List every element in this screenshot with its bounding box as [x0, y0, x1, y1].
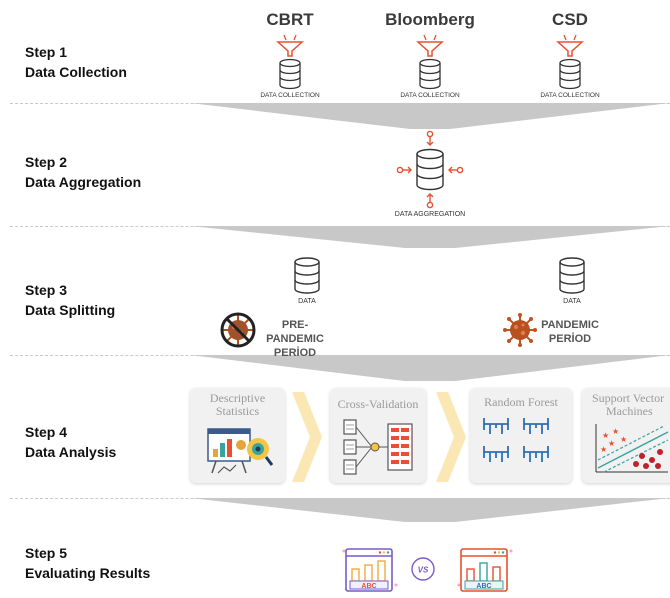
svg-text:★: ★	[602, 431, 609, 440]
source-caption: DATA COLLECTION	[540, 92, 600, 99]
funnel-band-1	[190, 103, 670, 129]
chevron-arrow	[436, 392, 466, 482]
step-label: Evaluating Results	[25, 565, 151, 581]
card-title: Cross-Validation	[330, 398, 426, 411]
step-1-title: Step 1 Data Collection	[25, 42, 127, 82]
no-virus-icon	[220, 312, 256, 348]
analysis-card-cross-validation: Cross-Validation	[330, 388, 426, 483]
virus-icon	[503, 313, 537, 347]
analysis-card-support-vector-machines: Support Vector Machines ★★★★★	[582, 388, 670, 483]
analysis-card-descriptive-statistics: Descriptive Statistics	[190, 388, 285, 483]
result-window-chart-icon: ABC	[457, 548, 513, 592]
step-number: Step 5	[25, 545, 68, 561]
card-title: Random Forest	[470, 396, 572, 409]
bar-labels: ABC	[476, 583, 491, 590]
source-csd-label: CSD	[552, 10, 588, 29]
vs-badge-icon: VS	[411, 557, 435, 581]
step-label: Data Collection	[25, 64, 127, 80]
card-title-line-2: Statistics	[215, 404, 260, 418]
card-title-line-1: Support Vector	[592, 391, 665, 405]
step-label: Data Aggregation	[25, 174, 142, 190]
svg-text:★: ★	[600, 445, 607, 454]
database-aggregation-icon	[396, 130, 464, 209]
step-number: Step 4	[25, 424, 68, 440]
svm-scatter-icon: ★★★★★	[595, 424, 669, 473]
database-funnel-icon	[276, 34, 304, 90]
funnel-band-3	[190, 355, 670, 381]
pre-pandemic-label: PRE-PANDEMIC PERİOD	[255, 318, 335, 360]
pandemic-label: PANDEMIC PERİOD	[535, 318, 605, 346]
svg-text:★: ★	[612, 427, 619, 436]
card-title: Support Vector Machines	[592, 392, 670, 418]
data-caption: DATA	[563, 298, 581, 305]
bar-labels: ABC	[361, 583, 376, 590]
step-label: Data Analysis	[25, 444, 117, 460]
step-label: Data Splitting	[25, 302, 116, 318]
step-number: Step 1	[25, 44, 68, 60]
random-forest-trees-icon	[483, 418, 549, 462]
step-number: Step 3	[25, 282, 68, 298]
step-2-title: Step 2 Data Aggregation	[25, 152, 141, 192]
database-icon	[559, 257, 585, 294]
data-caption: DATA	[298, 298, 316, 305]
cross-validation-icon	[343, 419, 413, 475]
chevron-arrow	[292, 392, 322, 482]
source-caption: DATA COLLECTION	[260, 92, 320, 99]
period-line-1: PRE-PANDEMIC	[266, 319, 324, 345]
source-caption: DATA COLLECTION	[400, 92, 460, 99]
analysis-card-random-forest: Random Forest	[470, 388, 572, 483]
card-title: Descriptive Statistics	[190, 392, 285, 418]
step-3-title: Step 3 Data Splitting	[25, 280, 115, 320]
period-line-1: PANDEMIC	[541, 319, 599, 331]
funnel-band-4	[190, 498, 670, 522]
funnel-band-2	[190, 226, 670, 248]
card-title-line-2: Machines	[606, 404, 653, 418]
step-number: Step 2	[25, 154, 68, 170]
step-5-title: Step 5 Evaluating Results	[25, 543, 150, 583]
source-bloomberg-label: Bloomberg	[385, 10, 475, 29]
step-4-title: Step 4 Data Analysis	[25, 422, 116, 462]
card-title-line-1: Random Forest	[484, 395, 558, 409]
card-title-line-1: Cross-Validation	[337, 397, 419, 411]
aggregation-caption: DATA AGGREGATION	[394, 211, 466, 218]
svg-text:★: ★	[620, 435, 627, 444]
database-funnel-icon	[556, 34, 584, 90]
period-line-2: PERİOD	[273, 347, 317, 359]
result-window-chart-icon: ABC	[342, 548, 398, 592]
statistics-board-icon	[207, 428, 274, 474]
vs-label: VS	[418, 566, 429, 575]
card-title-line-1: Descriptive	[209, 391, 266, 405]
database-funnel-icon	[416, 34, 444, 90]
database-icon	[294, 257, 320, 294]
svg-text:★: ★	[608, 439, 615, 448]
source-cbrt-label: CBRT	[266, 10, 314, 29]
period-line-2: PERİOD	[548, 333, 592, 345]
